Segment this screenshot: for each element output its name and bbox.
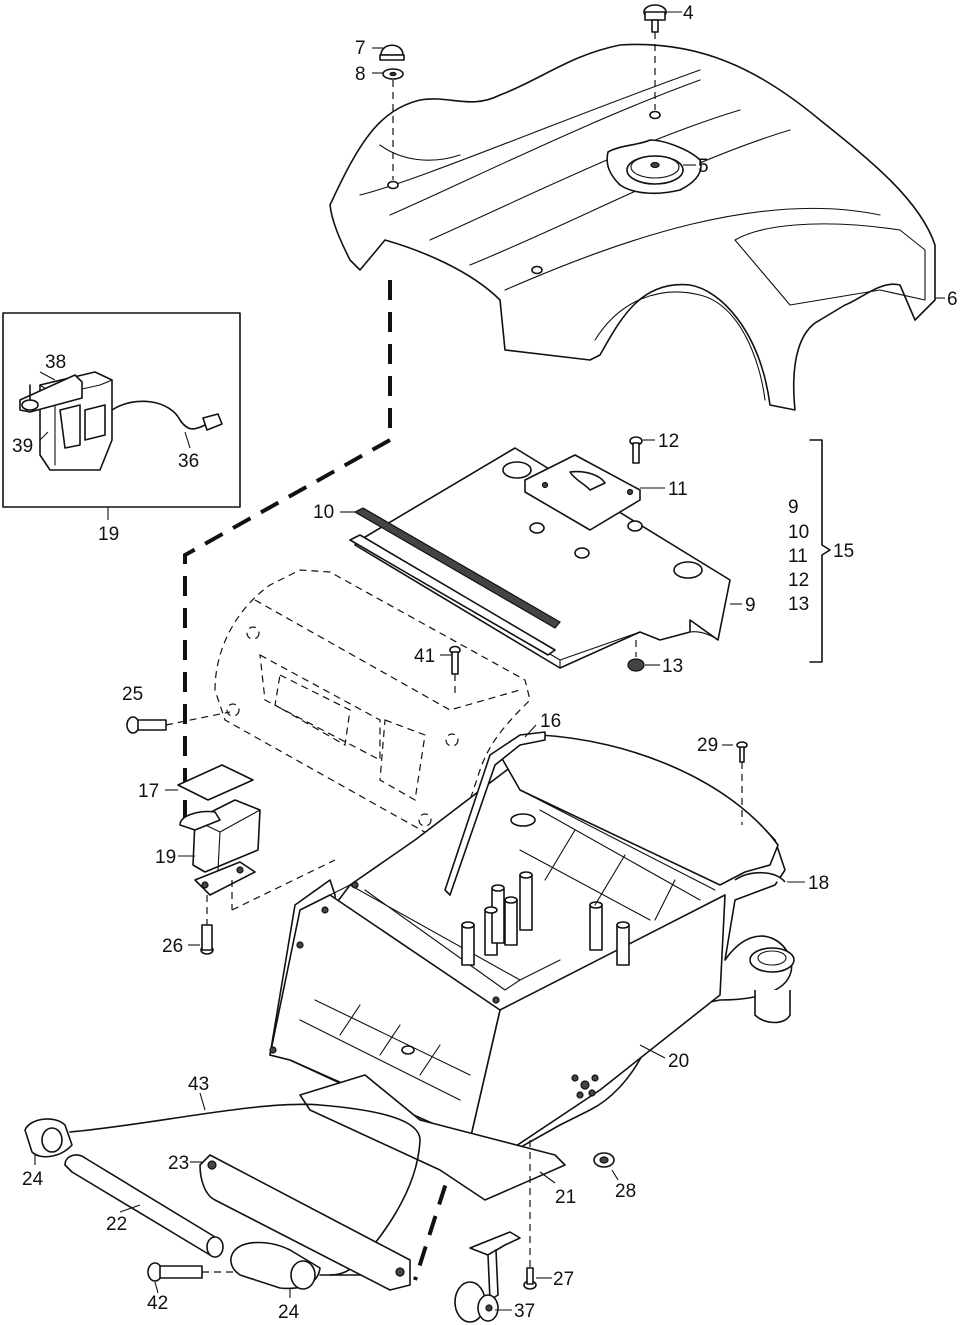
- end-cap-24-lower: [230, 1241, 321, 1290]
- label-10: 10: [313, 502, 334, 523]
- strip-16: [444, 731, 546, 896]
- caster-37: [454, 1231, 521, 1323]
- label-19-inset: 19: [98, 524, 119, 545]
- bolt-4: [643, 4, 667, 110]
- inset-box-19: [2, 312, 241, 508]
- label-20: 20: [668, 1051, 689, 1072]
- controller-module-19: [177, 764, 336, 955]
- label-6: 6: [947, 289, 958, 310]
- label-36: 36: [178, 451, 199, 472]
- screw-41: [449, 645, 461, 695]
- label-24-bottom: 24: [278, 1302, 300, 1323]
- label-24-top: 24: [22, 1169, 44, 1190]
- label-42: 42: [147, 1293, 168, 1314]
- shroud-cover: [329, 43, 936, 411]
- label-23: 23: [168, 1153, 189, 1174]
- cap-nut-7: [379, 44, 405, 180]
- label-38: 38: [45, 352, 66, 373]
- chassis-frame-20: [269, 734, 795, 1181]
- battery-outline: [214, 569, 531, 841]
- part-labels: 4 7 8 5 6 38 39 36 19 10 12 11 9 13 9 10…: [12, 3, 958, 1323]
- label-22: 22: [106, 1214, 127, 1235]
- connector-19: [183, 280, 392, 820]
- connector-43: [413, 1154, 457, 1281]
- label-43: 43: [188, 1074, 209, 1095]
- label-12: 12: [658, 431, 679, 452]
- label-5: 5: [698, 156, 709, 177]
- group-bracket-15: [809, 439, 831, 663]
- label-19: 19: [155, 847, 176, 868]
- label-25: 25: [122, 684, 143, 705]
- group-item-10: 10: [788, 522, 809, 543]
- bracket-11: [524, 454, 641, 531]
- screw-12: [629, 436, 643, 464]
- label-17: 17: [138, 781, 159, 802]
- label-4: 4: [683, 3, 694, 24]
- label-27: 27: [553, 1269, 574, 1290]
- screw-27: [523, 1140, 537, 1290]
- label-26: 26: [162, 936, 183, 957]
- group-item-11: 11: [788, 546, 808, 567]
- group-item-13: 13: [788, 594, 809, 615]
- label-9: 9: [745, 595, 756, 616]
- label-15: 15: [833, 541, 854, 562]
- label-8: 8: [355, 64, 366, 85]
- screw-29: [736, 741, 748, 825]
- floor-plate-21: [299, 1074, 566, 1201]
- bolt-42: [147, 1262, 235, 1282]
- label-39: 39: [12, 436, 33, 457]
- nut-13: [627, 640, 645, 672]
- handle-23: [199, 1154, 411, 1291]
- rod-22: [64, 1154, 224, 1258]
- label-11: 11: [668, 479, 688, 500]
- screw-25: [126, 711, 231, 734]
- label-7: 7: [355, 38, 366, 59]
- label-41: 41: [414, 646, 435, 667]
- label-13: 13: [662, 656, 683, 677]
- leader-lines: [34, 11, 945, 1311]
- label-18: 18: [808, 873, 829, 894]
- end-cap-24-left: [24, 1118, 73, 1158]
- label-16: 16: [540, 711, 561, 732]
- label-29: 29: [697, 735, 718, 756]
- label-37: 37: [514, 1301, 535, 1322]
- label-21: 21: [555, 1187, 576, 1208]
- nut-28: [593, 1152, 615, 1168]
- group-item-12: 12: [788, 570, 809, 591]
- group-item-9: 9: [788, 497, 799, 518]
- label-28: 28: [615, 1181, 636, 1202]
- tray-panel-9: [349, 447, 731, 669]
